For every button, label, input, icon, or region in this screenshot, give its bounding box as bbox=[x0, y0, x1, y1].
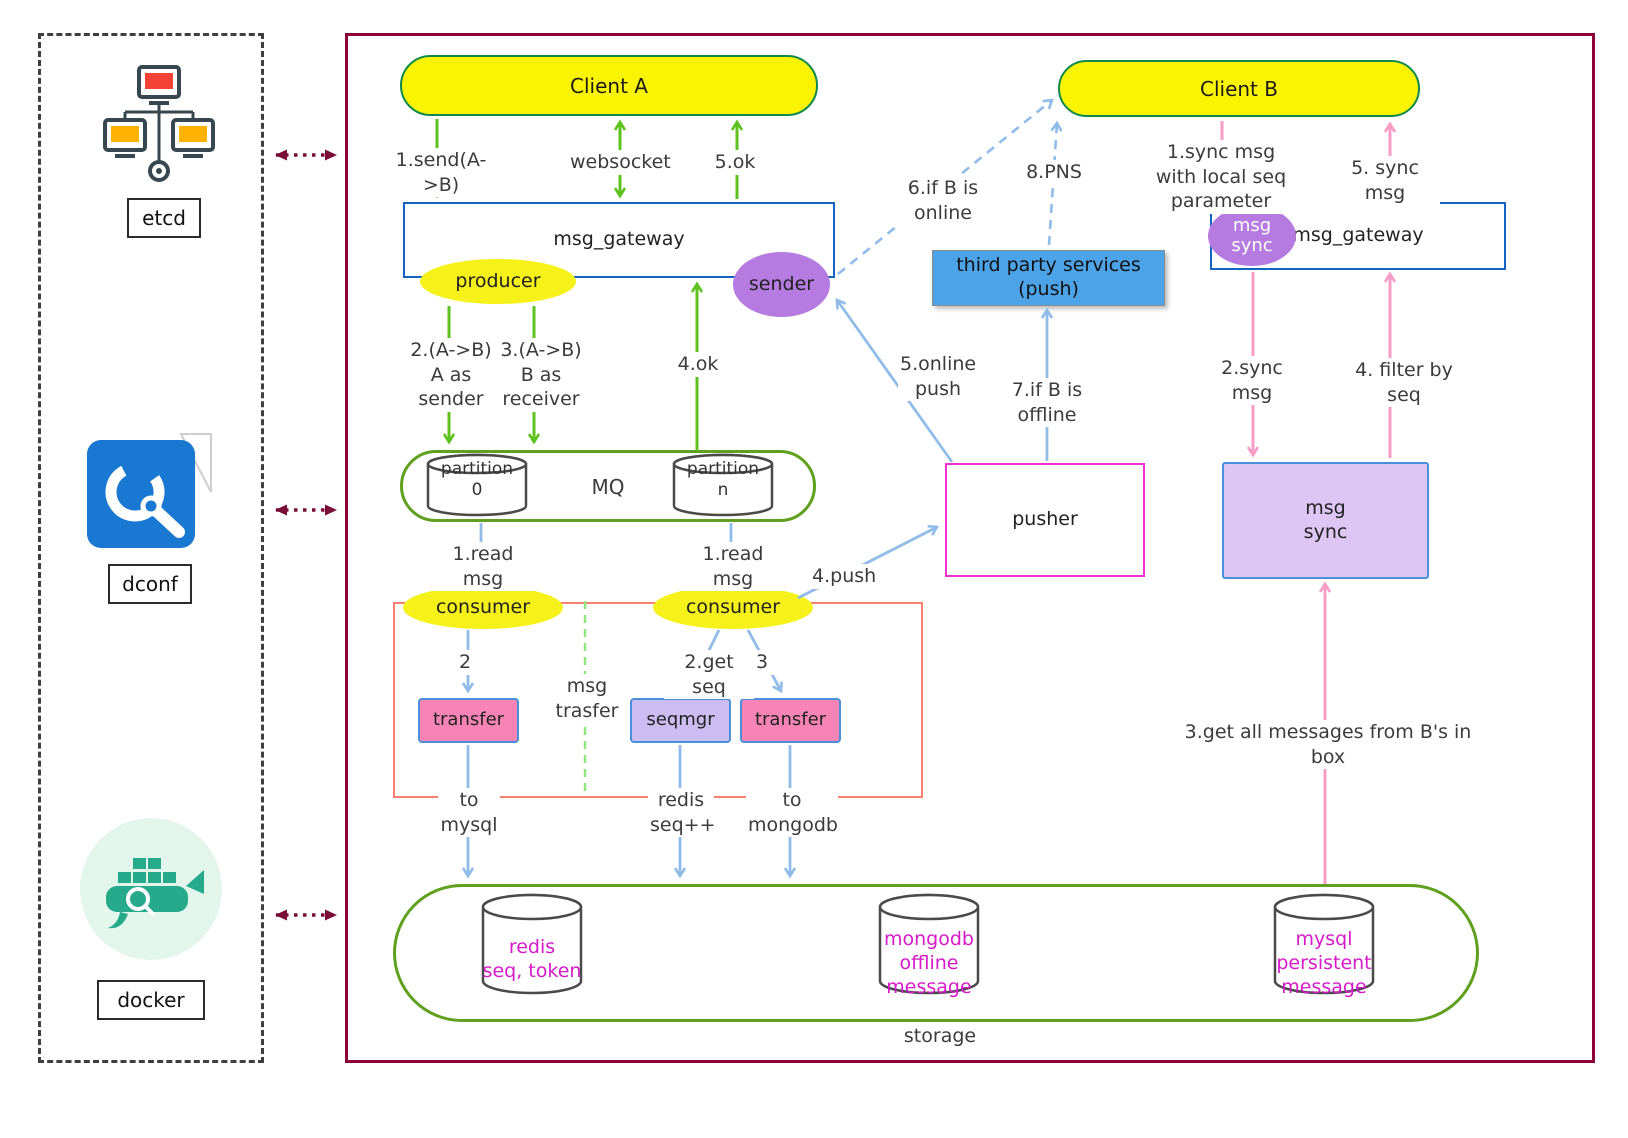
client-a-label: Client A bbox=[570, 73, 648, 98]
transfer1-label: transfer bbox=[432, 709, 505, 731]
msg-sync-box: msg sync bbox=[1222, 462, 1429, 579]
label-b-as-receiver: 3.(A->B) B as receiver bbox=[494, 338, 588, 413]
label-sync5: 5. sync msg bbox=[1330, 156, 1440, 206]
consumer1-node: consumer bbox=[403, 586, 563, 629]
dconf-label: dconf bbox=[122, 572, 178, 596]
partition0-label: partition 0 bbox=[440, 459, 514, 501]
mysql-cylinder: mysql persistent message bbox=[1271, 892, 1377, 998]
label-filter4: 4. filter by seq bbox=[1336, 358, 1472, 408]
third-party-label: third party services (push) bbox=[956, 254, 1141, 300]
gateway-b-label: msg_gateway bbox=[1292, 224, 1424, 247]
redis-label: redis seq, token bbox=[482, 936, 582, 982]
redis-cylinder: redis seq, token bbox=[479, 892, 585, 998]
dconf-icon bbox=[87, 433, 212, 548]
mq-label: MQ bbox=[591, 475, 625, 499]
consumer1-label: consumer bbox=[435, 596, 531, 619]
label-redis-seq: redis seq++ bbox=[648, 788, 716, 838]
label-4push: 4.push bbox=[810, 564, 877, 589]
mongodb-cylinder: mongodb offline message bbox=[876, 892, 982, 998]
label-read-msg-1: 1.read msg bbox=[432, 542, 534, 592]
storage-label: storage bbox=[903, 1025, 977, 1047]
dconf-label-box: dconf bbox=[108, 564, 192, 604]
label-to-mongodb: to mongodb bbox=[746, 788, 838, 838]
sender-node: sender bbox=[733, 252, 830, 317]
docker-icon bbox=[80, 818, 222, 960]
label-5ok: 5.ok bbox=[711, 150, 759, 175]
docker-label: docker bbox=[117, 988, 185, 1012]
client-b-label: Client B bbox=[1200, 76, 1278, 101]
producer-label: producer bbox=[455, 270, 541, 293]
pusher-label: pusher bbox=[1012, 508, 1078, 531]
transfer1-node: transfer bbox=[418, 698, 519, 743]
label-get-all: 3.get all messages from B's in box bbox=[1170, 720, 1486, 770]
msg-sync-ellipse: msg sync bbox=[1208, 206, 1296, 266]
label-a-as-sender: 2.(A->B) A as sender bbox=[404, 338, 498, 413]
label-sync1: 1.sync msg with local seq parameter bbox=[1106, 140, 1336, 215]
label-if-offline: 7.if B is offline bbox=[980, 378, 1114, 428]
seqmgr-node: seqmgr bbox=[630, 698, 731, 743]
etcd-icon bbox=[103, 65, 215, 182]
transfer2-label: transfer bbox=[754, 709, 827, 731]
partitionN-cylinder: partition n bbox=[670, 453, 776, 517]
pusher-node: pusher bbox=[945, 463, 1145, 577]
client-a-node: Client A bbox=[400, 55, 818, 116]
label-4ok: 4.ok bbox=[672, 352, 724, 377]
consumer2-node: consumer bbox=[653, 586, 813, 629]
gateway-a-label: msg_gateway bbox=[553, 228, 685, 251]
label-online-push: 5.online push bbox=[898, 352, 978, 402]
docker-label-box: docker bbox=[97, 980, 205, 1020]
label-msg-transfer-group: msg trasfer bbox=[550, 674, 624, 724]
etcd-label: etcd bbox=[142, 206, 186, 230]
label-step3: 3 bbox=[750, 650, 774, 675]
label-to-mysql: to mysql bbox=[438, 788, 500, 838]
partition0-cylinder: partition 0 bbox=[424, 453, 530, 517]
msg-sync-box-label: msg sync bbox=[1303, 496, 1348, 543]
partitionN-label: partition n bbox=[686, 459, 760, 501]
consumer2-label: consumer bbox=[685, 596, 781, 619]
mongodb-label: mongodb offline message bbox=[884, 928, 974, 998]
transfer2-node: transfer bbox=[740, 698, 841, 743]
label-pns: 8.PNS bbox=[1022, 160, 1086, 185]
producer-node: producer bbox=[420, 259, 576, 304]
msg-sync-ellipse-label: msg sync bbox=[1231, 215, 1273, 256]
sender-label: sender bbox=[748, 273, 815, 296]
seqmgr-label: seqmgr bbox=[646, 709, 715, 731]
client-b-node: Client B bbox=[1058, 60, 1420, 117]
label-sync2: 2.sync msg bbox=[1200, 356, 1304, 406]
label-send-ab: 1.send(A->B) bbox=[378, 148, 504, 198]
third-party-node: third party services (push) bbox=[932, 250, 1165, 306]
label-websocket: websocket bbox=[568, 150, 672, 175]
label-get-seq: 2.get seq bbox=[664, 650, 754, 700]
mysql-label: mysql persistent message bbox=[1276, 928, 1372, 998]
label-step2: 2 bbox=[452, 650, 478, 675]
label-read-msg-2: 1.read msg bbox=[682, 542, 784, 592]
label-if-online: 6.if B is online bbox=[876, 176, 1010, 226]
etcd-label-box: etcd bbox=[127, 198, 201, 238]
